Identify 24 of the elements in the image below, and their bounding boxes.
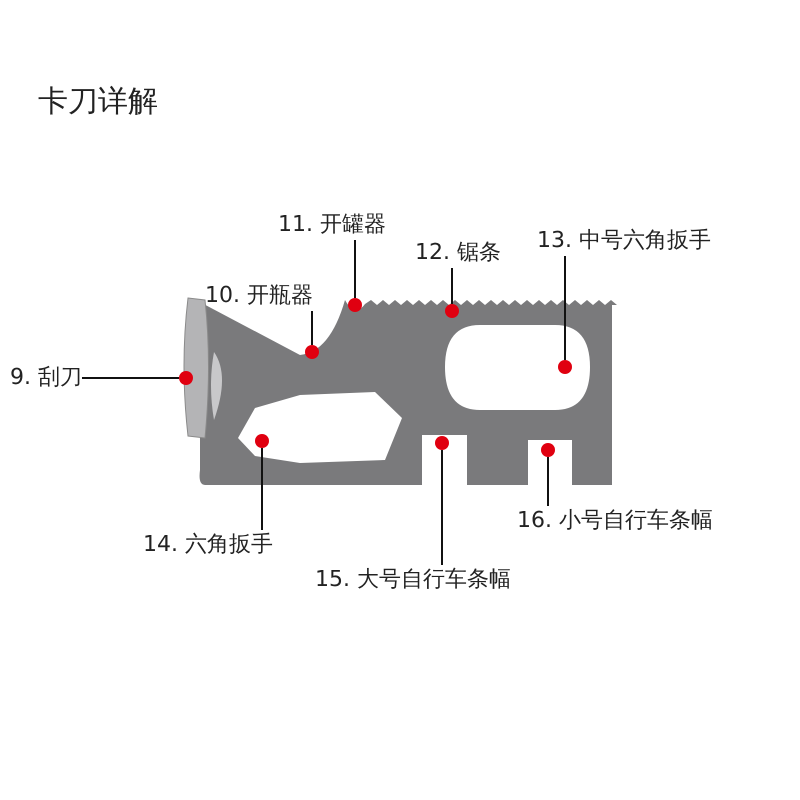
leader-line — [354, 240, 356, 298]
part-label: 13. 中号六角扳手 — [537, 228, 711, 254]
leader-line — [441, 450, 443, 565]
marker-dot — [255, 434, 269, 448]
part-label: 9. 刮刀 — [10, 365, 82, 391]
leader-line — [547, 457, 549, 506]
leader-line — [261, 448, 263, 530]
marker-dot — [348, 298, 362, 312]
leader-line — [82, 377, 179, 379]
leader-line — [311, 311, 313, 345]
marker-dot — [179, 371, 193, 385]
leader-line — [451, 268, 453, 304]
title: 卡刀详解 — [38, 84, 158, 120]
part-label: 15. 大号自行车条幅 — [315, 567, 511, 593]
marker-dot — [435, 436, 449, 450]
part-label: 11. 开罐器 — [278, 212, 386, 238]
part-label: 16. 小号自行车条幅 — [517, 508, 713, 534]
part-label: 10. 开瓶器 — [205, 283, 313, 309]
marker-dot — [305, 345, 319, 359]
part-label: 12. 锯条 — [415, 240, 501, 266]
marker-dot — [558, 360, 572, 374]
marker-dot — [541, 443, 555, 457]
part-label: 14. 六角扳手 — [143, 532, 273, 558]
leader-line — [564, 256, 566, 360]
